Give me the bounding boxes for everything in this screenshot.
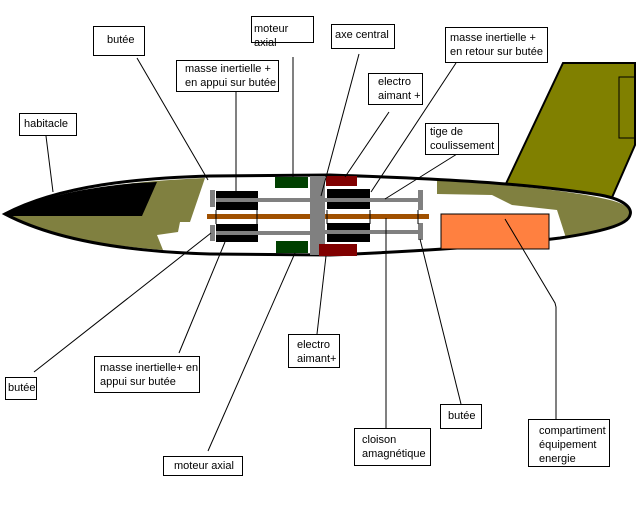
- slide-rod-left-top: [216, 198, 310, 202]
- leader-masse-retour: [370, 62, 457, 193]
- label-butee-bottom-right: butée: [440, 404, 482, 429]
- leader-butee-bottom-right: [419, 238, 462, 405]
- leader-compartiment: [504, 218, 557, 419]
- label-cloison: cloison amagnétique: [354, 428, 431, 466]
- label-moteur-axial-bottom: moteur axial: [163, 456, 243, 476]
- tail-fin: [501, 62, 636, 204]
- hull-fill-right: [437, 180, 631, 238]
- tail-fin-shape: [501, 62, 636, 204]
- axial-motor-bottom: [276, 241, 308, 253]
- label-masse-appui-bottom: masse inertielle+ en appui sur butée: [94, 356, 200, 393]
- leader-electro-top: [344, 111, 390, 178]
- axis-ticks: [215, 210, 419, 224]
- label-electro-bottom: electro aimant+: [288, 334, 340, 368]
- stop-left-top: [210, 190, 215, 207]
- axial-motor-top: [275, 177, 308, 188]
- leader-electro-bottom: [316, 255, 327, 335]
- leader-lines: [33, 53, 557, 452]
- leader-tige: [384, 153, 458, 200]
- label-masse-retour: masse inertielle + en retour sur butée: [445, 27, 548, 63]
- inertial-mass-right-bottom: [327, 223, 370, 242]
- label-moteur-axial-top: moteur axial: [251, 16, 314, 49]
- inertial-mass-left-bottom: [216, 224, 258, 242]
- electromagnet-bottom: [319, 244, 357, 256]
- label-habitacle: habitacle: [19, 113, 77, 136]
- leader-masse-appui-bottom: [178, 241, 226, 354]
- stop-right-top: [418, 190, 423, 210]
- cockpit: [5, 182, 157, 216]
- label-compartiment: compartiment équipement energie: [528, 419, 610, 467]
- leader-butee-bottom-left: [33, 232, 212, 373]
- hull-outline: [1, 173, 632, 257]
- label-masse-appui-top: masse inertielle + en appui sur butée: [176, 60, 279, 92]
- label-butee-bottom-left: butée: [5, 377, 37, 400]
- slide-rod-left-bottom: [216, 231, 310, 235]
- slide-rod-right-top: [325, 198, 418, 202]
- label-axe-central: axe central: [331, 24, 395, 49]
- label-electro-top: electro aimant +: [368, 73, 423, 105]
- leader-axe-central: [320, 53, 360, 197]
- leader-butee-top: [136, 57, 209, 181]
- energy-compartment: [440, 213, 550, 250]
- inertial-mass-right-top: [327, 189, 370, 209]
- electromagnet-top: [326, 176, 357, 186]
- label-tige: tige de coulissement: [425, 123, 499, 155]
- stop-left-bottom: [210, 225, 215, 241]
- inertial-mass-left-top: [216, 191, 258, 210]
- inertial-mechanism: [207, 176, 429, 256]
- leader-moteur-axial-bottom: [207, 252, 296, 452]
- leader-habitacle: [45, 135, 54, 193]
- slide-rod-right-bottom: [325, 230, 418, 234]
- stop-right-bottom: [418, 223, 423, 240]
- label-butee-top: butée: [93, 26, 145, 56]
- tail-fin-panel: [618, 76, 636, 139]
